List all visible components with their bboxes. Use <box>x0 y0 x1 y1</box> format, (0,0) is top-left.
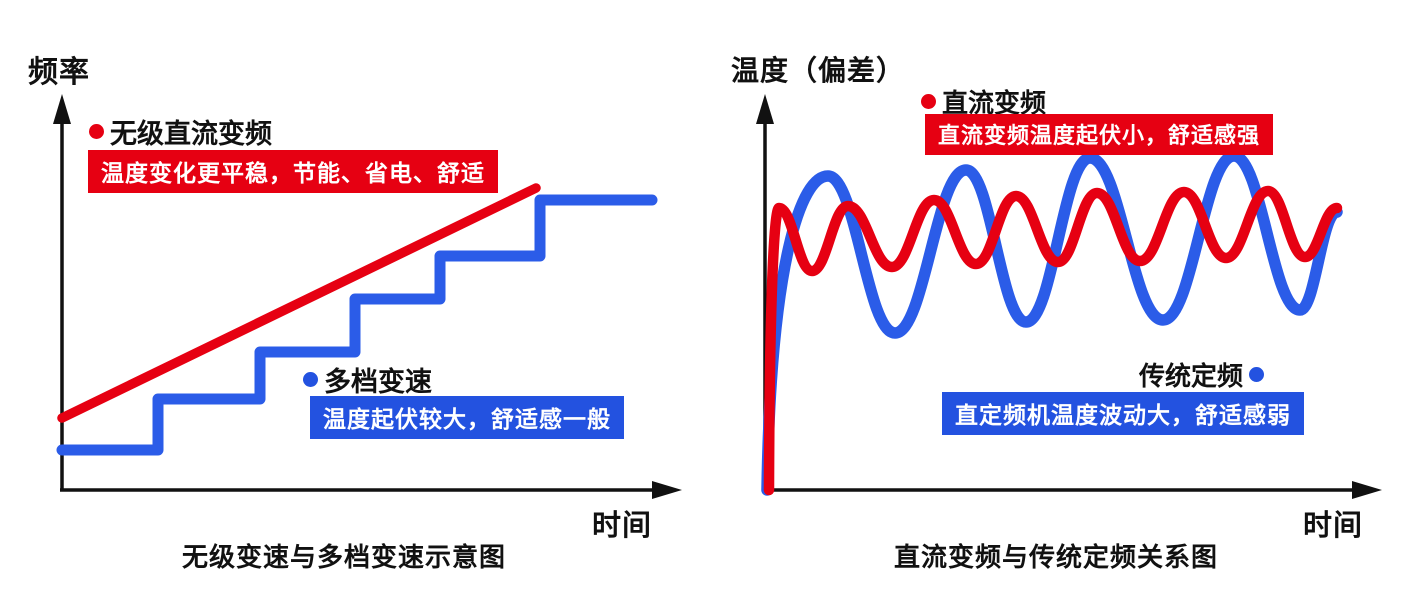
red-dot-icon <box>89 124 104 139</box>
left-red-legend: 无级直流变频 <box>89 112 272 151</box>
right-x-arrow-icon <box>1352 481 1382 499</box>
right-blue-callout: 直定频机温度波动大，舒适感弱 <box>942 392 1304 435</box>
right-y-arrow-icon <box>756 94 774 124</box>
right-red-callout: 直流变频温度起伏小，舒适感强 <box>925 114 1274 155</box>
right-ylabel: 温度（偏差） <box>731 55 906 86</box>
left-ylabel: 频率 <box>28 56 90 89</box>
left-straight-series <box>57 183 541 423</box>
right-red-legend-label: 直流变频 <box>942 88 1047 118</box>
left-blue-callout: 温度起伏较大，舒适感一般 <box>310 396 624 439</box>
left-y-arrow-icon <box>53 94 71 124</box>
left-blue-legend-label: 多档变速 <box>324 367 432 397</box>
right-blue-wave-series <box>761 150 1343 496</box>
right-red-legend: 直流变频 <box>921 83 1046 120</box>
right-blue-legend-label: 传统定频 <box>1139 361 1244 391</box>
left-red-callout: 温度变化更平稳，节能、省电、舒适 <box>88 150 498 193</box>
right-xlabel: 时间 <box>1303 510 1364 542</box>
blue-dot-icon <box>303 372 318 387</box>
left-xlabel: 时间 <box>592 510 653 542</box>
right-chart-title: 直流变频与传统定频关系图 <box>893 542 1218 572</box>
blue-dot-icon <box>1249 367 1265 382</box>
left-red-legend-label: 无级直流变频 <box>110 119 272 149</box>
left-x-arrow-icon <box>652 481 682 499</box>
red-dot-icon <box>921 94 936 109</box>
left-axes <box>53 94 682 499</box>
left-blue-legend: 多档变速 <box>303 360 432 399</box>
right-red-wave-series <box>763 185 1343 496</box>
right-blue-legend: 传统定频 <box>1139 356 1265 393</box>
left-chart-title: 无级变速与多档变速示意图 <box>181 542 506 572</box>
left-step-series <box>56 194 658 456</box>
